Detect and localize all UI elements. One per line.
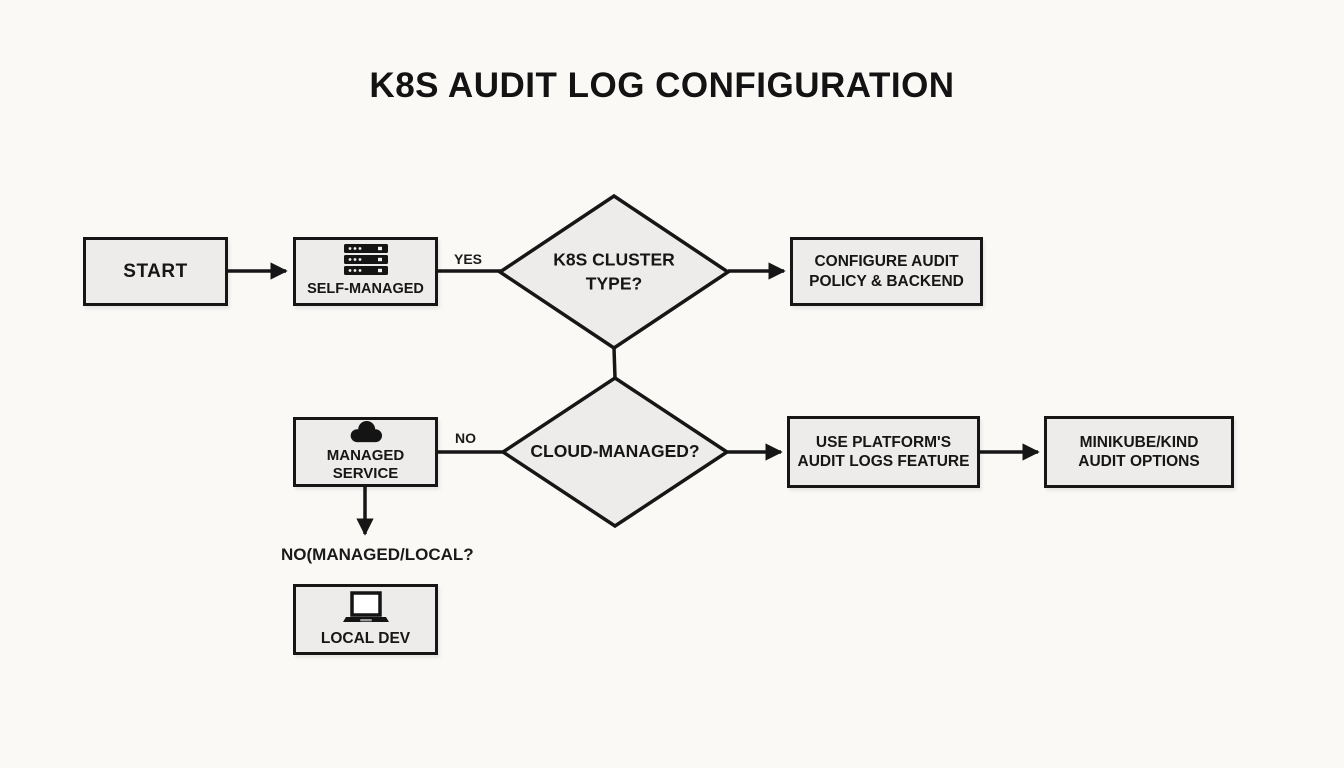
node-use-platform-line2: AUDIT LOGS FEATURE [797,453,970,470]
cloud-icon [350,421,382,443]
node-minikube-kind-line2: AUDIT OPTIONS [1078,453,1200,470]
decision-cluster-type-label: K8S CLUSTER TYPE? [553,248,675,295]
edge-label-no-managed-local: NO(MANAGED/LOCAL? [281,545,474,564]
node-start: START [83,237,228,306]
edge-cluster-type-to-cloud-managed [612,347,617,379]
node-minikube-kind: MINIKUBE/KIND AUDIT OPTIONS [1044,416,1234,488]
node-start-label: START [123,260,188,282]
edge-label-no: NO [455,430,476,446]
node-configure-audit-line1: CONFIGURE AUDIT [814,253,959,271]
decision-cluster-type-line1: K8S CLUSTER [553,249,675,270]
decision-cloud-managed [499,375,731,529]
node-minikube-kind-line1: MINIKUBE/KIND [1079,433,1199,451]
node-use-platform-line1: USE PLATFORM'S [815,433,952,451]
node-self-managed: SELF-MANAGED [293,237,438,306]
server-icon [343,244,388,276]
node-managed-service-label: MANAGED SERVICE [326,446,405,483]
node-local-dev-label: LOCAL DEV [320,629,411,647]
edge-label-yes: YES [454,251,483,267]
node-configure-audit: CONFIGURE AUDIT POLICY & BACKEND [790,237,983,306]
decision-cluster-type-line2: TYPE? [585,273,643,293]
node-configure-audit-line2: POLICY & BACKEND [809,272,964,290]
decision-cloud-managed-line1: CLOUD-MANAGED? [530,441,700,462]
node-use-platform: USE PLATFORM'S AUDIT LOGS FEATURE [787,416,980,488]
diagram-title: K8S AUDIT LOG CONFIGURATION [369,66,955,105]
node-local-dev: LOCAL DEV [293,584,438,655]
decision-cluster-type [496,193,732,351]
decision-cloud-managed-label: CLOUD-MANAGED? [530,440,699,464]
laptop-icon [342,591,389,622]
node-managed-service: MANAGED SERVICE [293,417,438,487]
node-self-managed-label: SELF-MANAGED [307,281,424,298]
